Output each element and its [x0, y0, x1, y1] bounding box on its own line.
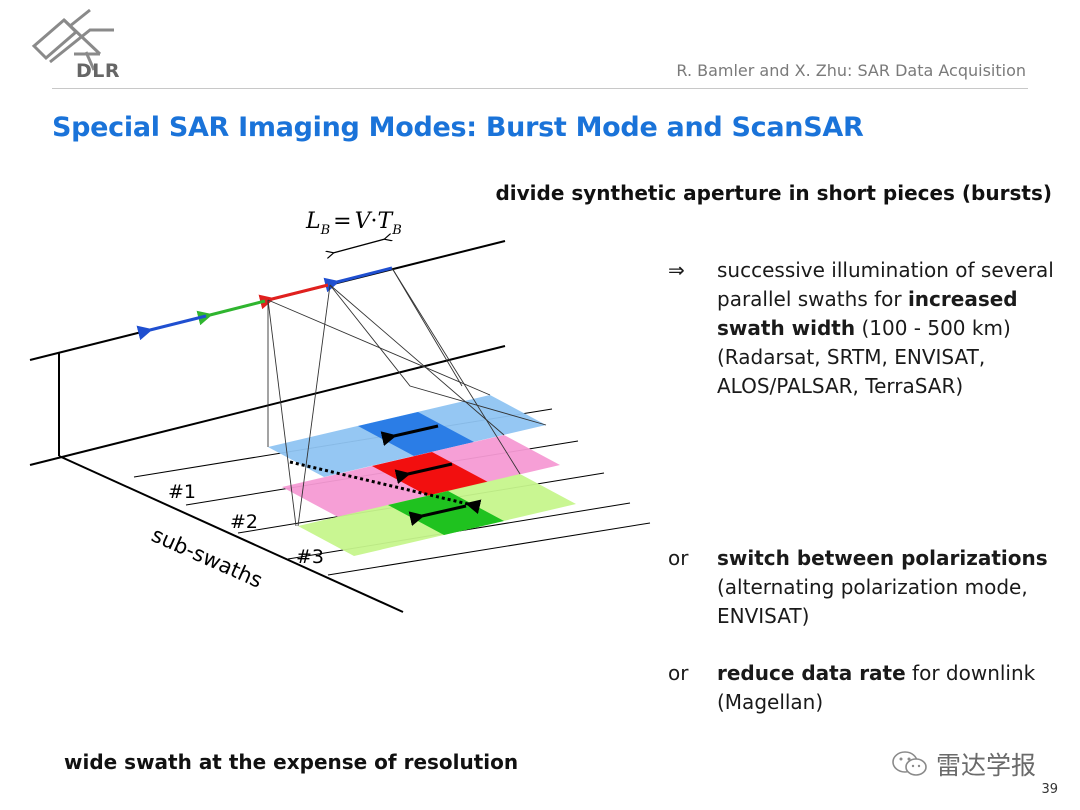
burst-length-arrow	[333, 239, 385, 253]
bullet-body: successive illumination of several paral…	[717, 258, 1054, 398]
cross-swath-dotted-arrow	[289, 460, 482, 515]
slide-title: Special SAR Imaging Modes: Burst Mode an…	[52, 112, 864, 143]
wechat-icon	[892, 751, 927, 776]
bottom-note: wide swath at the expense of resolution	[64, 750, 519, 774]
logo-text: DLR	[76, 60, 121, 82]
swath-2-burst	[372, 452, 488, 496]
burst-arrow-green	[196, 299, 266, 326]
swath-3-burst	[388, 491, 504, 535]
swath-1-burst	[358, 412, 474, 456]
subswath-label-2: #2	[230, 511, 258, 533]
ground-track-line	[29, 345, 506, 466]
header-divider	[52, 88, 1028, 89]
watermark-text: 雷达学报	[936, 751, 1037, 780]
section-heading: divide synthetic aperture in short piece…	[495, 181, 1052, 205]
burst-arrow-red	[258, 283, 329, 310]
burst-mode-diagram: LB=V·TB #1 #2 #3 sub-swaths	[29, 209, 651, 613]
flight-track-line	[29, 240, 506, 361]
burst-arrow-blue-2	[136, 314, 207, 341]
burst-length-formula: LB=V·TB	[305, 209, 402, 238]
watermark: 雷达学报	[890, 746, 1036, 782]
ground-arrow-1	[380, 424, 439, 446]
header-credit: R. Bamler and X. Zhu: SAR Data Acquisiti…	[676, 61, 1026, 80]
subswath-label-1: #1	[168, 481, 196, 503]
subswath-label-3: #3	[296, 546, 324, 568]
bullet-body: switch between polarizations (alternatin…	[717, 546, 1048, 628]
ground-arrow-3	[408, 504, 467, 526]
subswath-axis-line	[58, 455, 404, 613]
dlr-logo-icon	[31, 8, 114, 71]
ground-arrow-2	[394, 462, 453, 484]
page-number: 39	[1041, 782, 1058, 797]
subswath-axis-label: sub-swaths	[148, 523, 266, 593]
burst-arrow-blue-1	[323, 266, 393, 293]
bullet-body: reduce data rate for downlink (Magellan)	[717, 661, 1036, 714]
implies-arrow-icon: ⇒	[668, 258, 685, 282]
